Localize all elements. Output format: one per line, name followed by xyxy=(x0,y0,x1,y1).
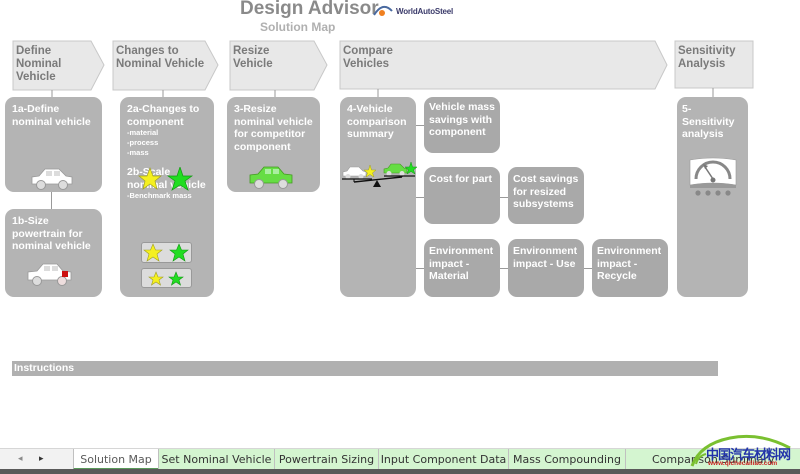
instructions-bar[interactable]: Instructions xyxy=(12,361,718,376)
tab-scroll-next-icon[interactable]: ▸ xyxy=(39,453,44,463)
header: Design Advisor WorldAutoSteel Solution M… xyxy=(0,0,800,36)
connector-4-mass xyxy=(415,125,424,126)
environment-impact-material[interactable]: Environment impact - Material xyxy=(424,239,500,297)
sheet-tab-input-component-data[interactable]: Input Component Data xyxy=(378,449,508,470)
connector-env-material-use xyxy=(500,268,508,269)
environment-impact-recycle[interactable]: Environment impact - Recycle xyxy=(592,239,668,297)
step-2a-item-process: -process xyxy=(127,138,159,147)
sheet-tab-powertrain-sizing[interactable]: Powertrain Sizing xyxy=(274,449,378,470)
step-1b-size-powertrain[interactable]: 1b-Size powertrain for nominal vehicle xyxy=(5,209,102,297)
page-title: Design Advisor xyxy=(240,0,379,19)
environment-impact-use[interactable]: Environment impact - Use xyxy=(508,239,584,297)
watermark: 中国汽车材料网 www.qichecailiao.com xyxy=(690,426,800,470)
stars-overlay-icon xyxy=(138,167,194,191)
vehicle-mass-savings[interactable]: Vehicle mass savings with component xyxy=(424,97,500,153)
chevron-resize xyxy=(229,40,328,91)
step-3-resize-nominal[interactable]: 3-Resize nominal vehicle for competitor … xyxy=(227,97,320,192)
sheet-tab-comparison-summary[interactable]: Comparison Summary xyxy=(625,449,800,470)
logo-text: WorldAutoSteel xyxy=(396,6,454,16)
step-5-sensitivity-analysis[interactable]: 5- Sensitivity analysis xyxy=(677,97,748,297)
sheet-tab-set-nominal-vehicle[interactable]: Set Nominal Vehicle xyxy=(158,449,274,470)
stage-chevrons xyxy=(12,40,754,97)
chevron-sensitivity xyxy=(674,40,754,89)
step-2-changes-to-component[interactable]: 2a-Changes to component -material -proce… xyxy=(120,97,214,297)
step-4-vehicle-comparison[interactable]: 4-Vehicle comparison summary xyxy=(340,97,418,297)
cost-savings-resized-subsystems[interactable]: Cost savings for resized subsystems xyxy=(508,167,584,224)
gauge-icon xyxy=(689,157,737,196)
step-1a-define-nominal[interactable]: 1a-Define nominal vehicle xyxy=(5,97,102,192)
chevron-compare xyxy=(339,40,668,90)
green-car-icon xyxy=(249,166,293,189)
connector-4-cost xyxy=(415,197,424,198)
cost-for-part[interactable]: Cost for part xyxy=(424,167,500,224)
page-subtitle: Solution Map xyxy=(260,20,336,34)
tab-scroll-prev-icon[interactable]: ◂ xyxy=(18,453,23,463)
watermark-swoosh-icon xyxy=(690,434,791,467)
sheet-tab-solution-map[interactable]: Solution Map xyxy=(73,449,158,470)
star-pair-large-icon xyxy=(143,243,189,262)
instructions-label: Instructions xyxy=(14,362,75,374)
connector-env-use-recycle xyxy=(584,268,592,269)
connector-1a-1b xyxy=(51,192,52,209)
chevron-define xyxy=(12,40,105,91)
connector-4-env xyxy=(415,268,424,269)
sheet-tab-bar: ◂ ▸ Solution Map Set Nominal Vehicle Pow… xyxy=(0,448,800,470)
logo-swoosh-icon xyxy=(373,5,393,16)
large-stars-badge xyxy=(141,242,192,263)
car-icon xyxy=(31,168,73,190)
car-powertrain-icon xyxy=(27,263,72,286)
step-2b-item-benchmark: -Benchmark mass xyxy=(127,191,192,200)
step-2a-item-material: -material xyxy=(127,128,159,137)
step-2a-item-mass: -mass xyxy=(127,148,149,157)
connector-cost-savings xyxy=(500,197,508,198)
status-bar-edge xyxy=(0,469,800,474)
watermark-url: www.qichecailiao.com xyxy=(708,460,778,467)
watermark-cn-text: 中国汽车材料网 xyxy=(706,448,791,463)
star-pair-small-icon xyxy=(148,271,184,286)
small-stars-badge xyxy=(141,268,192,288)
balance-scale-icon xyxy=(342,161,418,187)
sheet-tab-mass-compounding[interactable]: Mass Compounding xyxy=(508,449,625,470)
chevron-changes xyxy=(112,40,219,91)
step-2a-label: 2a-Changes to component xyxy=(127,103,200,128)
worldautosteel-logo: WorldAutoSteel xyxy=(372,3,453,19)
